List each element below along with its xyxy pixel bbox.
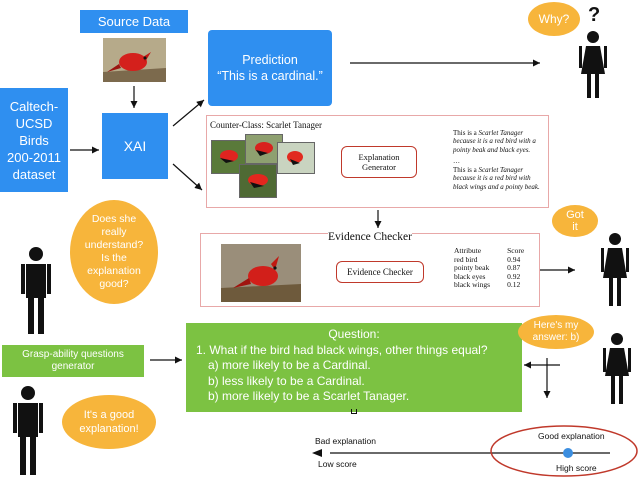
table-row: red bird 0.94 xyxy=(454,254,528,265)
dataset-line: dataset xyxy=(12,166,56,182)
arrow-xai-to-counterclass xyxy=(172,163,203,191)
table-header-score: Score xyxy=(507,246,525,255)
evidence-checker-title: Evidence Checker xyxy=(328,231,412,243)
answer-option-b: b) less likely to be a Cardinal. xyxy=(208,373,365,388)
table-cell-attribute: black eyes xyxy=(454,271,486,281)
explanation-generator-box: Explanation Generator xyxy=(341,146,417,178)
table-cell-score: 0.94 xyxy=(507,254,521,264)
good-explanation-label: Good explanation xyxy=(538,431,605,441)
explanation-text-2: This is a Scarlet Tanager because it is … xyxy=(453,166,540,191)
evidence-checker-label: Evidence Checker xyxy=(347,267,413,277)
evidence-checker-box: Evidence Checker xyxy=(336,261,424,283)
why-text: Why? xyxy=(538,12,570,26)
does-she-text: Does she really understand? Is the expla… xyxy=(84,213,144,290)
scale-axis-left-arrowhead xyxy=(312,449,322,457)
table-header-row: Attribute Score xyxy=(454,246,528,256)
source-data-box: Source Data xyxy=(80,10,188,33)
person-icon-left-upper xyxy=(21,247,51,334)
person-icon-middle xyxy=(601,233,629,306)
dataset-box: Caltech- UCSD Birds 200-2011 dataset xyxy=(0,88,68,192)
good-explanation-text: It's a good explanation! xyxy=(79,409,139,435)
question-box: Question: 1. What if the bird had black … xyxy=(186,323,522,412)
attribute-score-table: Attribute Score red bird 0.94 pointy bea… xyxy=(454,246,528,290)
dataset-line: 200-2011 xyxy=(7,149,61,165)
question-mark: ? xyxy=(588,4,601,26)
grasp-questions-generator-box: Grasp-ability questions generator xyxy=(2,345,144,377)
dataset-line: Caltech- xyxy=(9,98,59,114)
grasp-generator-label: Grasp-ability questions generator xyxy=(22,349,124,372)
arrow-xai-to-prediction xyxy=(172,99,205,127)
dataset-line: UCSD xyxy=(15,115,53,131)
xai-box: XAI xyxy=(102,113,168,179)
table-row: pointy beak 0.87 xyxy=(454,264,528,273)
evidence-bird-image xyxy=(221,244,301,302)
low-score-label: Low score xyxy=(318,459,357,469)
bad-explanation-label: Bad explanation xyxy=(315,436,376,446)
good-region-ellipse xyxy=(490,425,638,477)
got-it-speech-bubble: Got it xyxy=(552,205,598,237)
answer-option-c: b) more likely to be a Scarlet Tanager. xyxy=(208,389,410,403)
question-line: 1. What if the bird had black wings, oth… xyxy=(196,342,488,357)
high-score-label: High score xyxy=(556,463,597,473)
score-marker-dot xyxy=(563,448,573,458)
answer-option-a: a) more likely to be a Cardinal. xyxy=(208,358,371,372)
counter-class-panel: Counter-Class: Scarlet Tanager Explanati… xyxy=(206,115,549,208)
table-row: black eyes 0.92 xyxy=(454,271,528,282)
prediction-box: Prediction “This is a cardinal.” xyxy=(208,30,332,106)
table-cell-attribute: black wings xyxy=(454,280,491,290)
counter-bird-image-3 xyxy=(277,142,315,174)
source-bird-image xyxy=(103,38,166,82)
explanation-text-1: This is a Scarlet Tanager because it is … xyxy=(453,129,536,154)
table-cell-score: 0.12 xyxy=(507,280,521,290)
question-title: Question: xyxy=(328,327,380,341)
why-speech-bubble: Why? xyxy=(528,2,580,36)
table-cell-score: 0.87 xyxy=(507,263,521,273)
heres-my-answer-bubble: Here's my answer: b) xyxy=(518,315,594,349)
explanation-ellipsis: … xyxy=(453,157,460,165)
counter-class-title: Counter-Class: Scarlet Tanager xyxy=(210,120,322,130)
evidence-checker-panel: Evidence Checker Evidence Checker Attrib… xyxy=(200,231,540,307)
table-row: black wings 0.12 xyxy=(454,281,528,290)
explanation-generator-label: Explanation Generator xyxy=(358,152,400,172)
does-she-understand-bubble: Does she really understand? Is the expla… xyxy=(70,200,158,304)
good-explanation-bubble: It's a good explanation! xyxy=(62,395,156,449)
table-cell-score: 0.92 xyxy=(507,271,521,281)
table-cell-attribute: red bird xyxy=(454,254,478,264)
prediction-quote: “This is a cardinal.” xyxy=(217,69,323,83)
person-icon-left-lower xyxy=(13,386,43,475)
xai-label: XAI xyxy=(123,138,147,154)
got-it-text: Got it xyxy=(566,209,584,233)
table-cell-attribute: pointy beak xyxy=(454,263,490,273)
prediction-title: Prediction xyxy=(242,53,298,67)
table-header-attribute: Attribute xyxy=(454,246,482,255)
heres-answer-text: Here's my answer: b) xyxy=(532,320,580,343)
small-square-marker xyxy=(351,409,357,414)
person-icon-lower-right xyxy=(603,333,631,404)
person-icon-top xyxy=(579,31,607,98)
counter-bird-image-2 xyxy=(245,134,283,164)
dataset-line: Birds xyxy=(19,132,49,148)
source-data-label: Source Data xyxy=(97,14,171,29)
counter-bird-image-4 xyxy=(239,164,277,198)
